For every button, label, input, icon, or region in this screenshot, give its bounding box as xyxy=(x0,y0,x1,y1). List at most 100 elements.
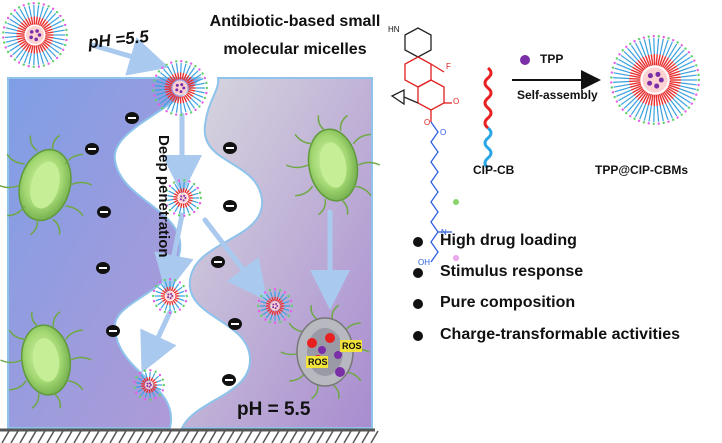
hatch-mark xyxy=(199,430,208,443)
negative-charge-symbol xyxy=(85,143,99,155)
tpp-cip-cbms-label: TPP@CIP-CBMs xyxy=(595,163,689,177)
flagellum xyxy=(7,205,26,217)
hatch-mark xyxy=(10,430,19,443)
title: Antibiotic-based small molecular micelle… xyxy=(205,8,385,64)
flagellum xyxy=(294,133,313,145)
hatch-mark xyxy=(208,430,217,443)
hatch-mark xyxy=(271,430,280,443)
negative-charge-symbol xyxy=(125,112,139,124)
hatch-mark xyxy=(262,430,271,443)
hatch-mark xyxy=(334,430,343,443)
flagellum xyxy=(357,161,381,166)
feature-item-3: Pure composition xyxy=(440,294,576,311)
negative-charge-symbol xyxy=(211,256,225,268)
bacterium-left-bottom xyxy=(20,324,72,396)
negative-charge-symbol xyxy=(106,325,120,337)
flagellum xyxy=(310,384,319,400)
hatch-mark xyxy=(190,430,199,443)
hatch-mark xyxy=(64,430,73,443)
tpp-cip-cbm-micelle xyxy=(610,35,700,125)
flagellum xyxy=(353,185,372,197)
cip-cb-hydrophobic-chain xyxy=(483,66,493,130)
ros-label-1: ROS xyxy=(342,341,362,351)
hatch-mark xyxy=(181,430,190,443)
hatch-mark xyxy=(19,430,28,443)
hatch-mark xyxy=(253,430,262,443)
tpp-label: TPP xyxy=(540,52,564,66)
penetration-arrows xyxy=(89,37,350,374)
flagellum xyxy=(352,133,371,145)
micelle-lower xyxy=(152,278,188,314)
flagellum xyxy=(30,311,39,328)
bacteria-flagella xyxy=(0,114,381,409)
damaged-bacterium xyxy=(296,317,362,387)
hatch-mark xyxy=(55,430,64,443)
flagellum xyxy=(64,153,83,165)
hatch-mark xyxy=(307,430,316,443)
flagellum xyxy=(30,219,39,236)
flagellum xyxy=(70,356,92,361)
hatch-mark xyxy=(325,430,334,443)
negative-charge-symbol xyxy=(223,142,237,154)
hatch-mark xyxy=(82,430,91,443)
chem-o-label-3: O xyxy=(440,128,447,137)
negative-charge-symbol xyxy=(228,318,242,330)
bacterium-left-top xyxy=(18,148,72,222)
bacterium-right-top xyxy=(307,128,359,202)
negative-charge-symbol xyxy=(222,374,236,386)
hatch-mark xyxy=(289,430,298,443)
chem-n-label: N xyxy=(441,228,447,237)
feature-bullet-3 xyxy=(413,299,423,309)
hatch-mark xyxy=(280,430,289,443)
ros-label-2: ROS xyxy=(308,357,328,367)
feature-bullet-1 xyxy=(413,237,423,247)
flagellum xyxy=(53,392,62,409)
hatch-mark xyxy=(73,430,82,443)
deep-penetration-label: Deep penetration xyxy=(155,135,172,258)
feature-bullet-2 xyxy=(413,268,423,278)
cip-cb-structure xyxy=(390,27,459,263)
chem-hn-label: HN xyxy=(388,25,400,34)
hatch-mark xyxy=(370,430,379,443)
hatch-mark xyxy=(298,430,307,443)
flagellum xyxy=(295,185,314,197)
feature-item-2: Stimulus response xyxy=(440,263,584,280)
micelle-entry xyxy=(152,60,208,116)
cip-cb-label: CIP-CB xyxy=(473,163,515,177)
negative-charge-symbol xyxy=(223,200,237,212)
hatch-mark xyxy=(343,430,352,443)
self-assembly-label: Self-assembly xyxy=(517,88,598,102)
hatch-mark xyxy=(91,430,100,443)
flagellum xyxy=(9,380,27,391)
micelle-mid xyxy=(164,179,202,217)
hatch-mark xyxy=(217,430,226,443)
micelle-large xyxy=(610,35,700,125)
flagellum xyxy=(65,205,84,217)
hatch-mark xyxy=(154,430,163,443)
title-line-1: Antibiotic-based small xyxy=(209,13,381,30)
flagellum xyxy=(0,359,22,364)
cip-cb-hydrophilic-chain xyxy=(483,126,493,170)
hatch-mark xyxy=(28,430,37,443)
flagellum xyxy=(69,181,93,186)
micelle-top-left xyxy=(2,2,69,68)
chem-o-label-1: O xyxy=(453,97,460,106)
hatch-mark xyxy=(37,430,46,443)
flagellum xyxy=(31,393,40,409)
hatch-mark xyxy=(316,430,325,443)
hatch-mark xyxy=(352,430,361,443)
flagellum xyxy=(8,329,27,341)
flagellum xyxy=(310,304,319,321)
hatch-mark xyxy=(109,430,118,443)
chem-oh-label: OH xyxy=(418,258,430,267)
hatch-mark xyxy=(136,430,145,443)
negative-charge-symbol xyxy=(97,206,111,218)
micelle-group xyxy=(2,2,293,401)
flagellum xyxy=(340,198,349,215)
micelle-right xyxy=(257,288,293,324)
hatch-mark xyxy=(226,430,235,443)
flagellum xyxy=(52,311,61,327)
flagellum xyxy=(51,134,60,151)
micelle-bottom xyxy=(133,369,165,401)
